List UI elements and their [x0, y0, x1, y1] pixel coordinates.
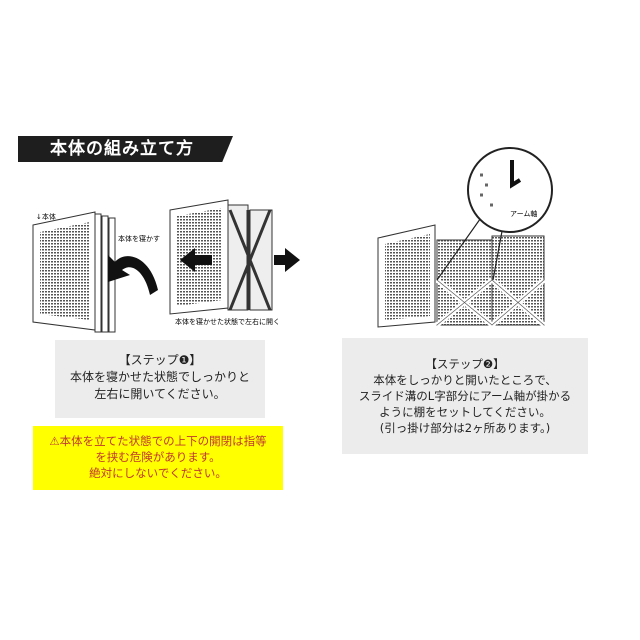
label-arm-axis: アーム軸	[510, 209, 537, 218]
warning-box: ⚠本体を立てた状態での上下の開閉は指等 を挟む危険があります。 絶対にしないでく…	[33, 426, 283, 490]
curved-arrow-icon	[108, 255, 158, 295]
label-open-left-right: 本体を寝かせた状態で左右に開く	[175, 317, 280, 326]
folded-body-illustration	[32, 211, 116, 333]
zoom-detail-circle	[467, 147, 553, 233]
arrow-right-icon	[274, 248, 300, 272]
warning-triangle-icon: ⚠	[49, 434, 60, 448]
step2-line: (引っ掛け部分は2ヶ所あります。)	[379, 421, 551, 435]
step2-line: 本体をしっかりと開いたところで、	[373, 373, 557, 387]
step2-box: 【ステップ❷】 本体をしっかりと開いたところで、 スライド溝のL字部分にアーム軸…	[342, 338, 588, 454]
step2-line: ように棚をセットしてください。	[379, 405, 551, 419]
arrow-left-icon	[180, 248, 212, 272]
step1-heading: 【ステップ❶】	[118, 353, 202, 367]
step1-line: 左右に開いてください。	[94, 387, 226, 401]
warning-line: 絶対にしないでください。	[89, 466, 227, 480]
l-slot-arrow-icon	[510, 160, 522, 189]
page-title: 本体の組み立て方	[18, 136, 233, 162]
step1-box: 【ステップ❶】 本体を寝かせた状態でしっかりと 左右に開いてください。	[55, 340, 265, 418]
warning-line: を挟む危険があります。	[95, 450, 221, 464]
label-body: ↓本体	[36, 212, 56, 221]
step1-line: 本体を寝かせた状態でしっかりと	[69, 370, 250, 384]
label-lay-down: 本体を寝かす	[118, 234, 160, 243]
step2-illustration	[377, 147, 553, 328]
warning-line: 本体を立てた状態での上下の開閉は指等	[59, 434, 267, 448]
step2-line: スライド溝のL字部分にアーム軸が掛かる	[358, 389, 572, 403]
step2-heading: 【ステップ❷】	[425, 357, 505, 371]
